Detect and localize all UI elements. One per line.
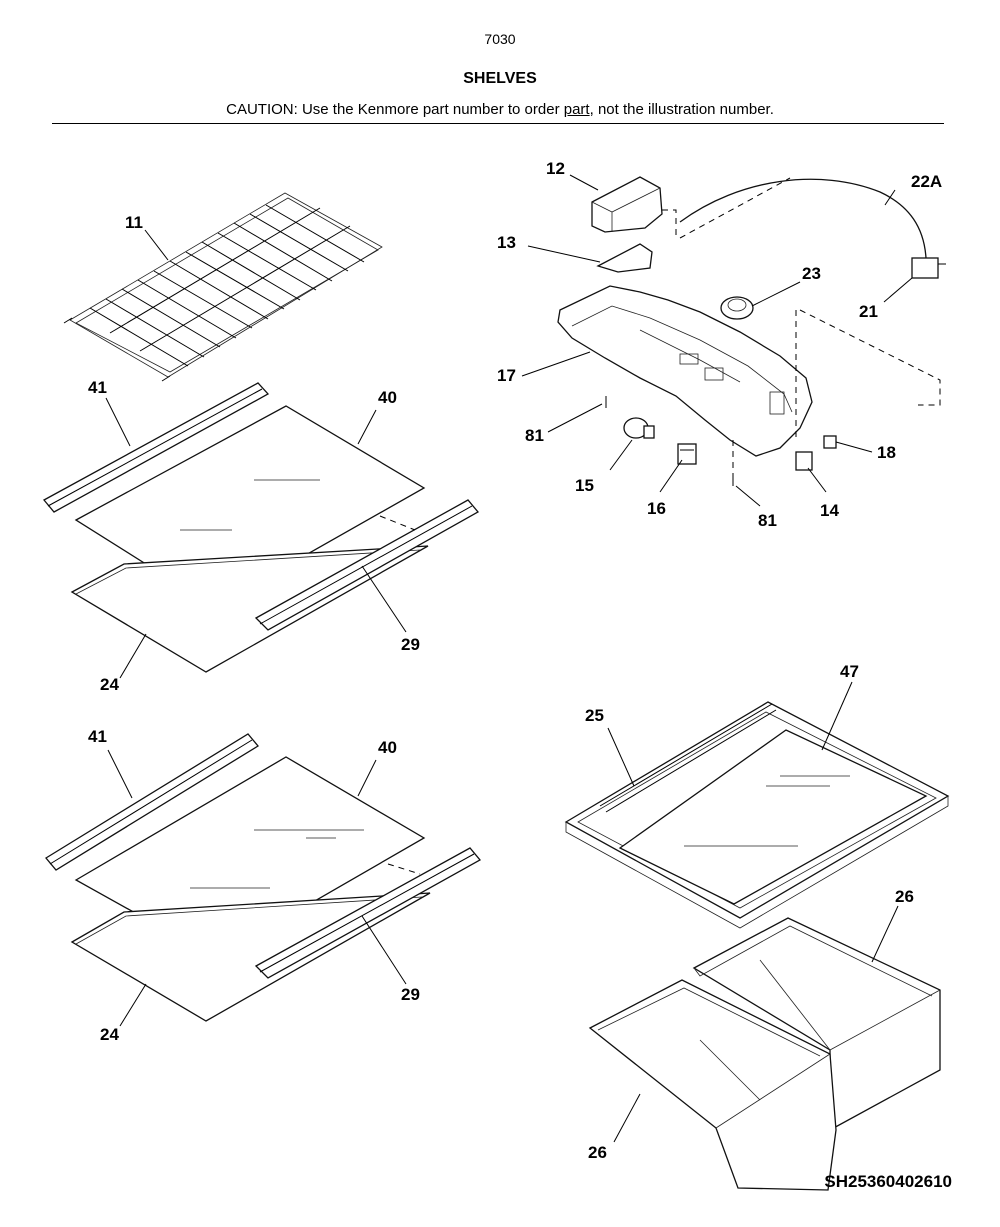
callout-81-lower: 81 <box>758 511 777 530</box>
callout-40-lower: 40 <box>378 738 397 757</box>
caution-note: CAUTION: Use the Kenmore part number to … <box>0 101 1000 118</box>
crisper-drawer-part-26-left <box>588 979 837 1191</box>
hidden-lines-shelf-lower <box>387 863 421 875</box>
part-13-bracket <box>596 243 653 273</box>
callout-24-upper: 24 <box>100 675 119 694</box>
callout-29-upper: 29 <box>401 635 420 654</box>
part-23-thermostat <box>720 296 754 320</box>
shelf-trim-part-29-lower <box>254 847 482 979</box>
leader-lines <box>105 174 913 1143</box>
callout-25: 25 <box>585 706 604 725</box>
callout-12: 12 <box>546 159 565 178</box>
caution-text-after: , not the illustration number. <box>589 101 774 118</box>
callout-22a: 22A <box>911 172 942 191</box>
callout-11: 11 <box>125 213 143 232</box>
crisper-drawer-part-26-right <box>692 917 941 1132</box>
callout-47: 47 <box>840 662 859 681</box>
callout-13: 13 <box>497 233 516 252</box>
part-21-connector <box>911 257 946 279</box>
part-18-clip <box>823 435 837 449</box>
shelf-trim-part-41-lower <box>45 733 259 871</box>
wire-shelf-part-11 <box>63 192 383 382</box>
part-14-switch <box>795 451 813 471</box>
shelf-trim-part-29-upper <box>254 499 479 631</box>
callout-23: 23 <box>802 264 821 283</box>
hidden-lines-upper-right <box>662 177 941 440</box>
part-15-light-bulb <box>623 417 655 439</box>
callout-18: 18 <box>877 443 896 462</box>
part-17-control-housing <box>557 285 813 457</box>
part-16-socket <box>677 443 697 465</box>
callout-15: 15 <box>575 476 594 495</box>
callout-26-right: 26 <box>895 887 914 906</box>
crisper-glass-part-47 <box>618 729 928 905</box>
callout-21: 21 <box>859 302 878 321</box>
callout-81-upper: 81 <box>525 426 544 445</box>
callout-26-left: 26 <box>588 1143 607 1162</box>
hidden-lines-shelf-upper <box>379 515 416 531</box>
caution-text-before: CAUTION: Use the Kenmore part number to … <box>226 101 564 118</box>
callout-41-upper: 41 <box>88 378 107 397</box>
callout-24-lower: 24 <box>100 1025 119 1044</box>
header-divider <box>52 123 944 124</box>
callout-29-lower: 29 <box>401 985 420 1004</box>
callout-41-lower: 41 <box>88 727 107 746</box>
callout-16: 16 <box>647 499 666 518</box>
callout-40-upper: 40 <box>378 388 397 407</box>
callout-labels: 11 12 13 22A 23 21 17 81 15 16 81 14 18 … <box>88 159 942 1162</box>
page-number: 7030 <box>484 31 516 47</box>
callout-17: 17 <box>497 366 516 385</box>
page-title: SHELVES <box>463 70 537 87</box>
part-12-housing-bin <box>591 176 663 233</box>
diagram-code: SH25360402610 <box>824 1172 952 1191</box>
callout-14: 14 <box>820 501 839 520</box>
part-22a-wire-harness <box>679 178 927 259</box>
shelf-trim-part-41-upper <box>42 382 270 513</box>
caution-text-part: part <box>563 101 590 118</box>
